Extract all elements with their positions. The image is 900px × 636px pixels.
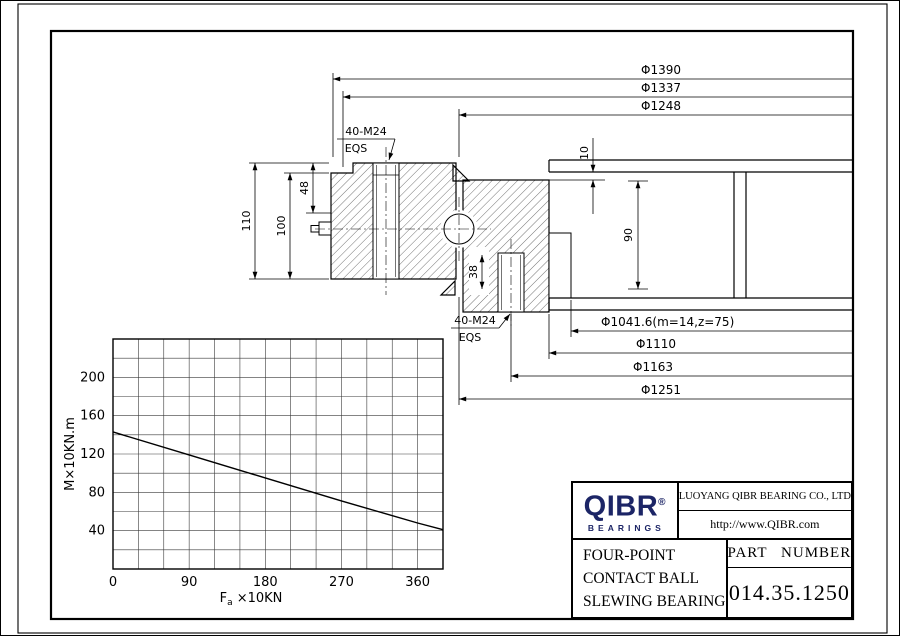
x-tick-label: 270	[329, 575, 354, 590]
registered-mark-icon: ®	[658, 497, 667, 509]
dim-phi-1337: Φ1337	[641, 81, 681, 95]
top-bolt-note: 40-M24 EQS	[337, 125, 396, 161]
logo-cell: QIBR® BEARINGS	[573, 483, 679, 538]
bottom-dimensions: Φ1041.6(m=14,z=75) Φ1110 Φ1163 Φ1251	[458, 297, 853, 405]
x-tick-label: 90	[181, 575, 198, 590]
seal-top	[452, 163, 471, 182]
dim-height-90: 90	[622, 228, 635, 242]
dim-depth-38: 38	[467, 265, 480, 279]
x-tick-label: 360	[405, 575, 430, 590]
y-tick-label: 120	[80, 447, 105, 462]
company-website: http://www.QIBR.com	[710, 517, 820, 531]
bolt-note-bottom-spec: 40-M24	[454, 314, 495, 327]
dim-phi-1163: Φ1163	[633, 360, 673, 374]
sheet-borders	[17, 3, 888, 634]
company-name: LUOYANG QIBR BEARING CO., LTD	[678, 483, 851, 511]
right-dimension-90: 90	[622, 180, 648, 290]
load-curve	[112, 431, 444, 531]
dim-phi-1390: Φ1390	[641, 63, 681, 77]
centerlines	[315, 147, 512, 328]
dim-height-110: 110	[240, 211, 253, 232]
dim-offset-10: 10	[578, 146, 591, 160]
offset-dimension-10: 10	[549, 138, 605, 214]
bolt-note-top-eqs: EQS	[345, 142, 368, 155]
gear-tooth-section	[548, 232, 572, 299]
product-description: FOUR-POINT CONTACT BALL SLEWING BEARING	[573, 540, 728, 617]
mid-dimension-38: 38	[467, 255, 485, 289]
product-line-2: CONTACT BALL	[583, 570, 700, 587]
product-line-3: SLEWING BEARING	[583, 593, 726, 610]
dim-depth-48: 48	[298, 181, 311, 195]
part-number-label: PART NUMBER	[727, 540, 852, 568]
chart-y-axis-label: M×10KN.m	[63, 417, 78, 491]
title-block: QIBR® BEARINGS LUOYANG QIBR BEARING CO.,…	[571, 481, 853, 619]
seal-bottom	[439, 279, 456, 296]
bolt-note-bottom-eqs: EQS	[459, 331, 482, 344]
top-dimensions: Φ1390 Φ1337 Φ1248	[332, 63, 853, 167]
chart-frame	[112, 338, 444, 570]
qibr-logo: QIBR®	[584, 488, 666, 522]
logo-subtext: BEARINGS	[587, 522, 665, 533]
y-tick-label: 40	[88, 524, 105, 539]
company-cell: LUOYANG QIBR BEARING CO., LTD http://www…	[678, 483, 851, 538]
dim-phi-1251: Φ1251	[641, 383, 681, 397]
logo-text: QIBR	[583, 490, 659, 523]
x-tick-label: 0	[109, 575, 117, 590]
y-tick-label: 80	[88, 485, 105, 500]
dim-height-100: 100	[275, 216, 288, 237]
part-number-value: 014.35.1250	[728, 579, 850, 605]
x-tick-label: 180	[253, 575, 278, 590]
y-tick-label: 200	[80, 370, 105, 385]
y-tick-label: 160	[80, 409, 105, 424]
left-dimensions: 110 100 48	[240, 162, 331, 280]
chart-x-axis-label: Fa ×10KN	[220, 591, 283, 608]
grease-fitting	[318, 221, 332, 236]
bolt-note-top-spec: 40-M24	[345, 125, 386, 138]
mating-structure	[548, 159, 853, 311]
product-line-1: FOUR-POINT	[583, 547, 676, 564]
dim-phi-1248: Φ1248	[641, 99, 681, 113]
load-capacity-chart: 0 90 180 270 360 40 80 120 160 200 M×10KN.m Fa ×1…	[63, 338, 444, 608]
dim-phi-1110: Φ1110	[636, 337, 676, 351]
bearing-cross-section	[310, 147, 853, 328]
bottom-bolt-note: 40-M24 EQS	[451, 313, 511, 344]
dim-gear-pitch: Φ1041.6(m=14,z=75)	[601, 315, 734, 329]
part-number-cell: PART NUMBER 014.35.1250	[727, 540, 852, 617]
